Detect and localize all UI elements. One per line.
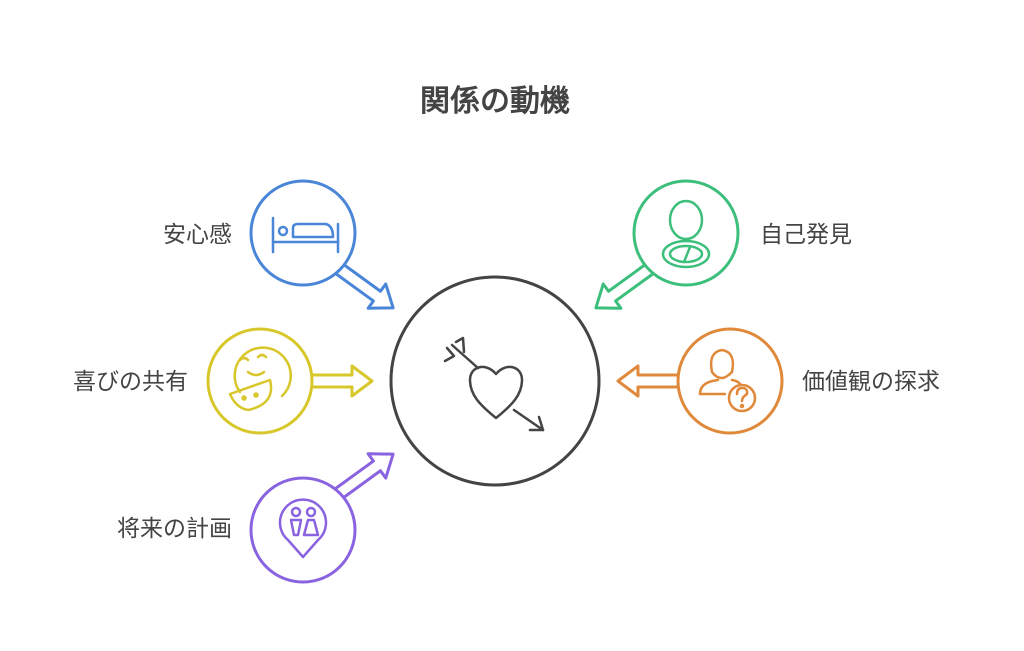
circle-joy [206, 327, 314, 435]
label-future: 将来の計画 [117, 516, 232, 542]
label-security: 安心感 [163, 222, 232, 248]
label-joy: 喜びの共有 [73, 369, 188, 395]
circle-self [632, 179, 740, 287]
diagram-title: 関係の動機 [420, 84, 570, 119]
bed-icon [271, 216, 340, 254]
heart-arrow-icon [443, 336, 545, 432]
label-self: 自己発見 [760, 222, 852, 248]
circle-future [249, 476, 357, 584]
circle-security [249, 179, 357, 287]
couple-location-pin-icon [278, 498, 328, 559]
circle-values [676, 327, 784, 435]
person-question-icon [698, 348, 757, 413]
person-mirror-icon [661, 199, 711, 269]
center-circle [389, 275, 601, 487]
label-values: 価値観の探求 [802, 369, 940, 395]
laughing-face-icon [228, 346, 292, 412]
